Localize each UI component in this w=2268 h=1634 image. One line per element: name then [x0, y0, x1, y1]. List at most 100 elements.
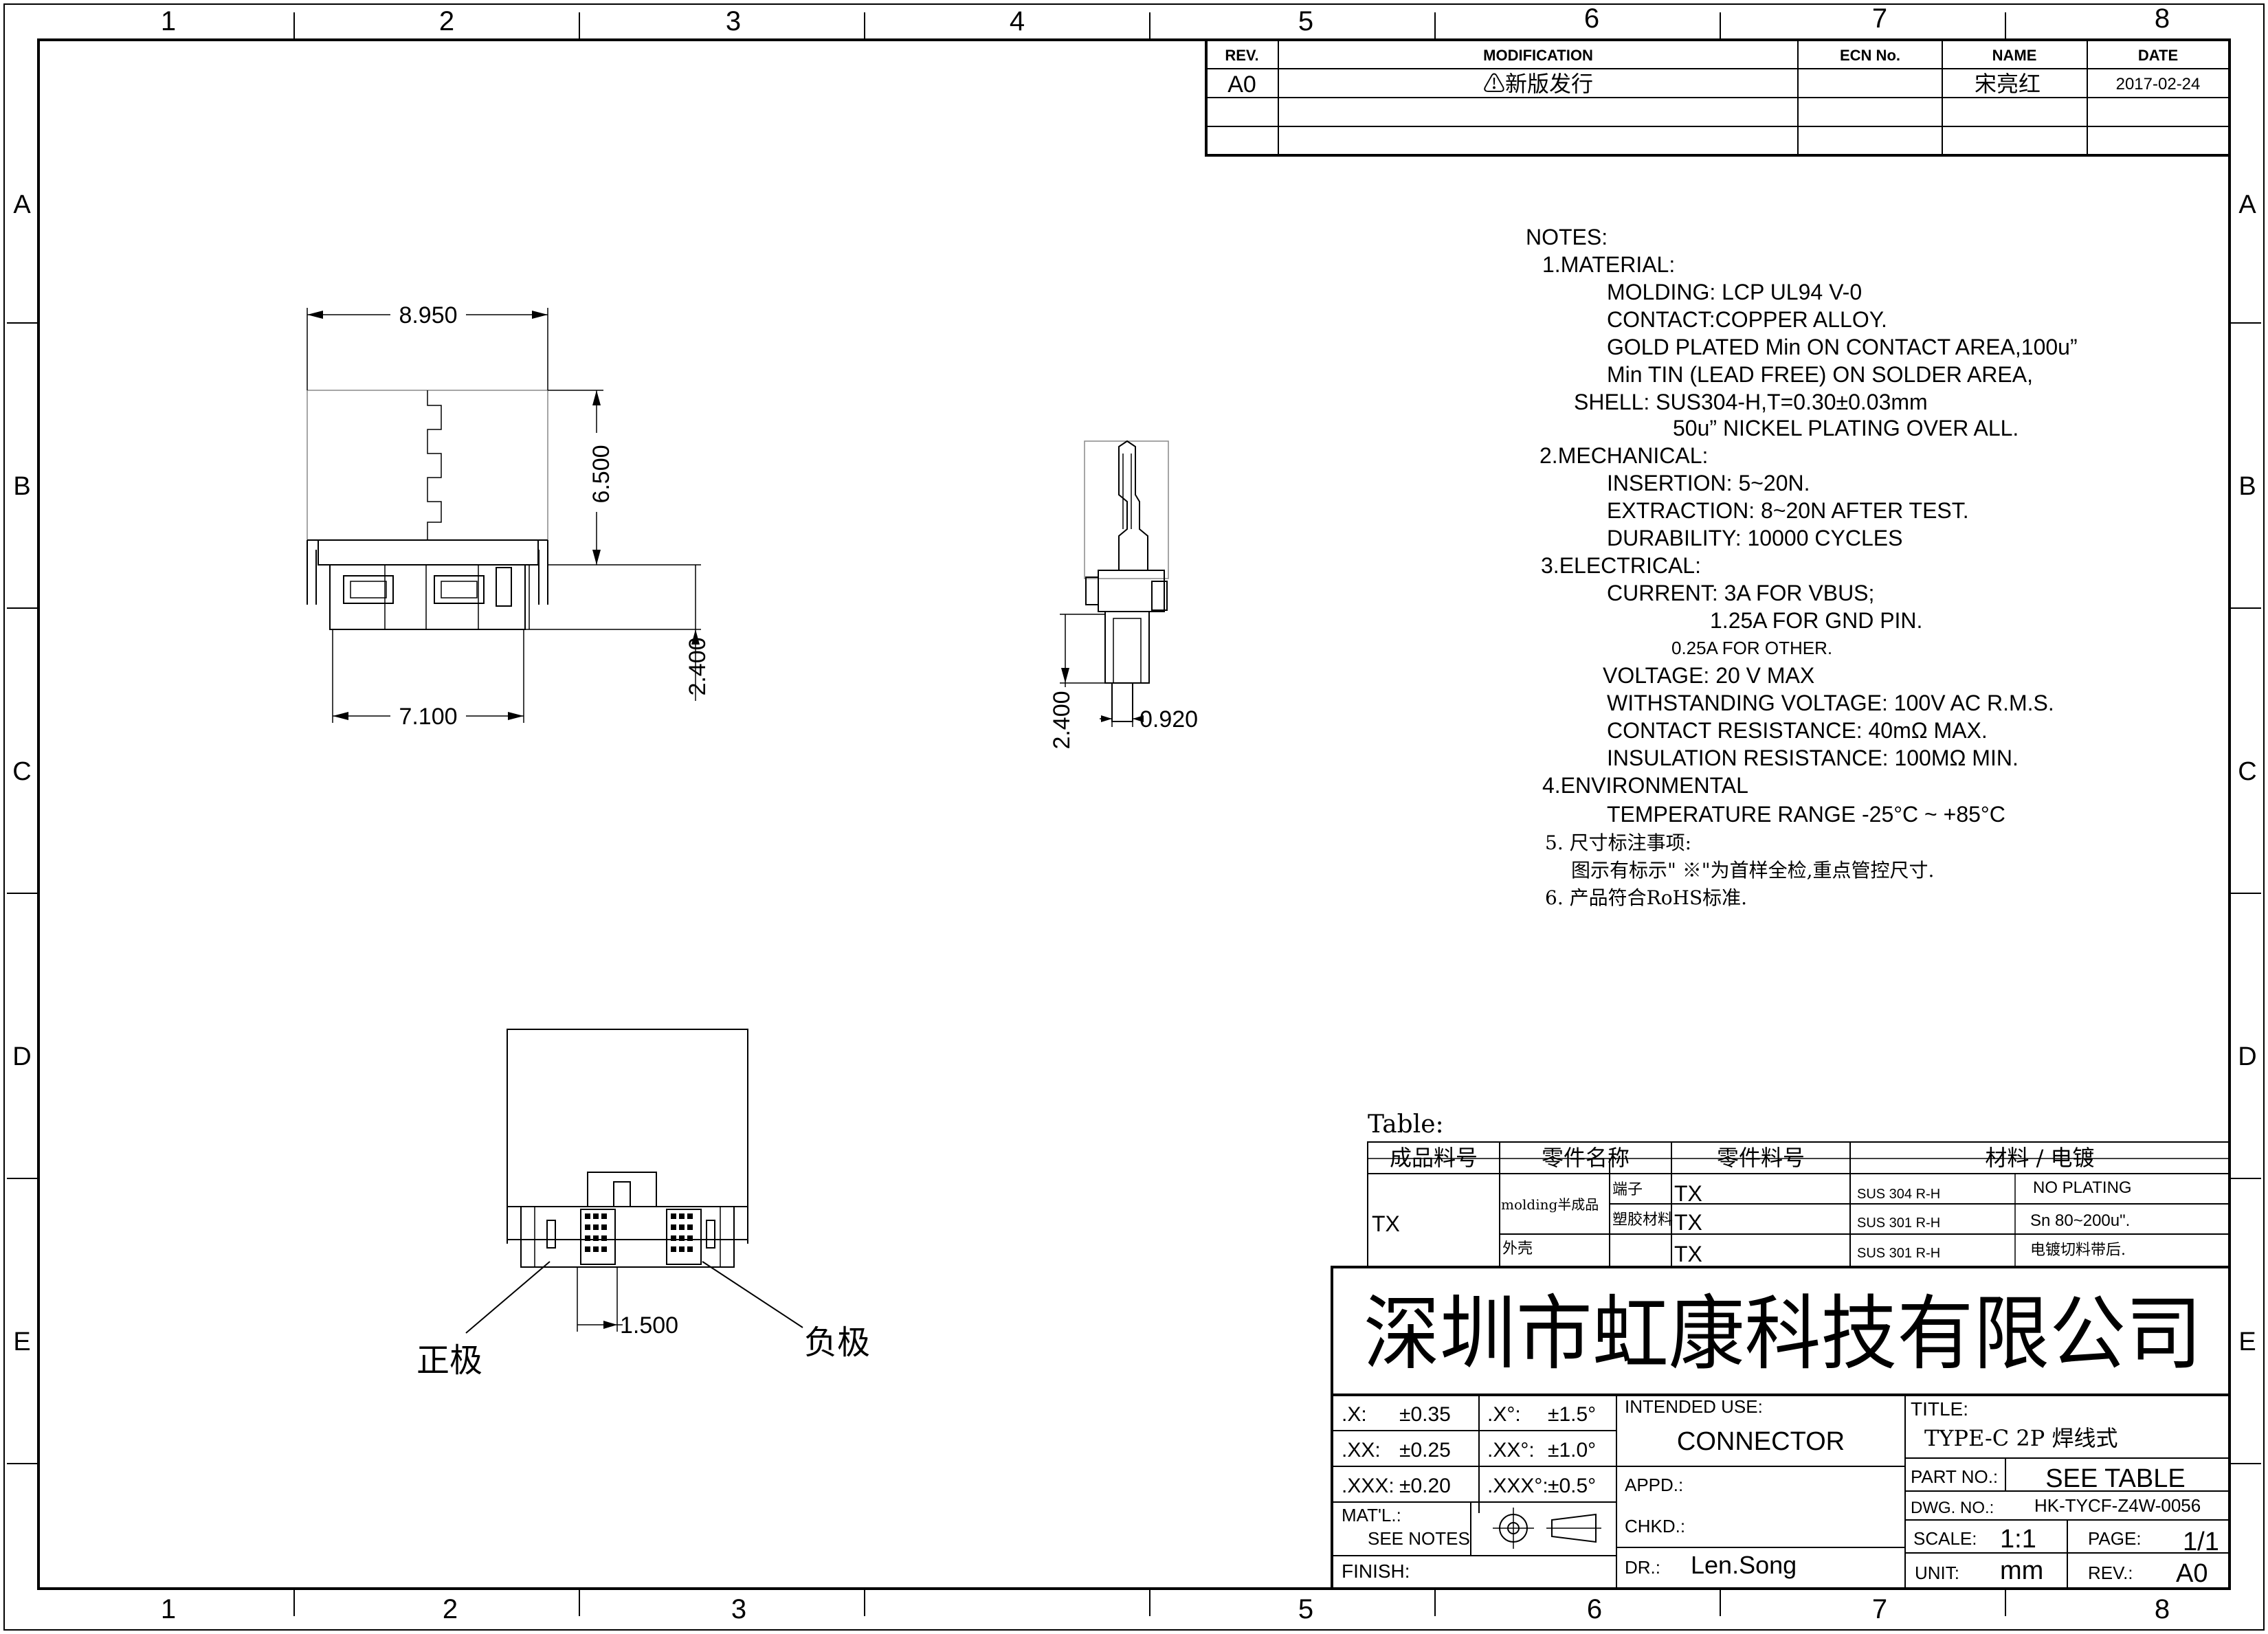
col-label: 2 [443, 1594, 458, 1624]
negative-label: 负极 [804, 1323, 870, 1362]
plating: Sn 80~200u". [2030, 1211, 2130, 1230]
note-line: 5. 尺寸标注事项: [1545, 831, 1691, 854]
dim-pin-pitch: 1.500 [620, 1312, 678, 1339]
bottom-view: 1.500 正极 负极 [416, 1029, 870, 1380]
row-label: E [13, 1328, 30, 1356]
note-line: 3.ELECTRICAL: [1541, 553, 1701, 578]
note-line: CURRENT: 3A FOR VBUS; [1607, 581, 1874, 605]
row-label: C [2238, 757, 2256, 786]
notes-heading: NOTES: [1526, 225, 1608, 249]
rev-value-tb: A0 [2176, 1559, 2208, 1588]
col-label: 5 [1298, 1594, 1313, 1624]
rev-label: REV.: [2088, 1563, 2133, 1583]
note-line: INSERTION: 5~20N. [1607, 471, 1810, 495]
scale-label: SCALE: [1913, 1528, 1977, 1549]
dwg-no-label: DWG. NO.: [1911, 1499, 1994, 1517]
date-value: 2017-02-24 [2116, 75, 2201, 93]
title-value: TYPE-C 2P 焊线式 [1924, 1425, 2118, 1451]
row-label: B [2238, 472, 2256, 501]
dim-height: 6.500 [588, 445, 614, 503]
row-label: D [2238, 1042, 2256, 1071]
col-label: 3 [731, 1594, 746, 1624]
unit-label: UNIT: [1915, 1563, 1959, 1583]
part-no: TX [1674, 1181, 1702, 1206]
col-header-part-no: 零件料号 [1717, 1145, 1805, 1171]
row-label: A [13, 190, 31, 219]
revision-table: REV. MODIFICATION ECN No. NAME DATE A0 ⚠… [1205, 38, 2231, 157]
note-line: SHELL: SUS304-H,T=0.30±0.03mm [1574, 390, 1928, 414]
parts-table-caption: Table: [1368, 1110, 1444, 1139]
tol-value: ±0.20 [1399, 1475, 1451, 1497]
title-label: TITLE: [1911, 1398, 1968, 1420]
intended-use-label: INTENDED USE: [1625, 1396, 1763, 1417]
ecn-header: ECN No. [1840, 47, 1900, 64]
tol-value: ±1.0° [1548, 1439, 1596, 1462]
part-no-label: PART NO.: [1911, 1466, 1998, 1487]
outer-frame [3, 3, 2265, 1631]
col-label: 6 [1587, 1594, 1602, 1624]
part-no: TX [1674, 1210, 1702, 1235]
name-value: 宋亮红 [1975, 71, 2041, 97]
note-line: 1.25A FOR GND PIN. [1710, 608, 1922, 633]
part-no: TX [1674, 1242, 1702, 1266]
side-view: 2.400 0.920 [1049, 440, 1198, 750]
note-line: VOLTAGE: 20 V MAX [1603, 663, 1814, 688]
dim-bottom-width: 7.100 [399, 704, 457, 730]
note-line: EXTRACTION: 8~20N AFTER TEST. [1607, 498, 1969, 523]
note-line: MOLDING: LCP UL94 V-0 [1607, 280, 1862, 304]
name-header: NAME [1992, 47, 2037, 64]
title-block: 深圳市虹康科技有限公司 .X: ±0.35 .X°: ±1.5° .XX: ±0… [1331, 1266, 2231, 1590]
dr-label: DR.: [1625, 1557, 1660, 1578]
col-label: 6 [1584, 3, 1599, 34]
note-line: INSULATION RESISTANCE: 100MΩ MIN. [1607, 746, 2019, 770]
date-header: DATE [2138, 47, 2178, 64]
parts-table: Table: 成品料号 零件名称 零件料号 材料 / 电镀 TX molding… [1367, 1110, 2230, 1268]
note-line: GOLD PLATED Min ON CONTACT AREA,100u” [1607, 335, 2078, 359]
tol-label: .XXX: [1342, 1475, 1394, 1497]
material: SUS 304 R-H [1857, 1187, 1940, 1202]
plating: 电镀切料带后. [2030, 1242, 2126, 1259]
scale-value: 1:1 [2000, 1525, 2036, 1554]
row-label: E [2238, 1328, 2256, 1356]
note-line: CONTACT:COPPER ALLOY. [1607, 307, 1887, 332]
rev-header: REV. [1225, 47, 1258, 64]
note-line: 图示有标示" ※"为首样全检,重点管控尺寸. [1571, 859, 1934, 882]
col-header-part-name: 零件名称 [1542, 1145, 1630, 1171]
border-grid: 1 2 3 4 5 6 7 8 1 2 3 5 6 7 8 A B C D E … [7, 3, 2261, 1624]
note-line: 0.25A FOR OTHER. [1671, 638, 1832, 658]
finish-label: FINISH: [1342, 1560, 1410, 1582]
col-header-material: 材料 / 电镀 [1985, 1145, 2094, 1171]
dr-value: Len.Song [1691, 1551, 1797, 1579]
front-view: 8.950 6.500 2.400 7.100 [307, 302, 711, 730]
note-line: 4.ENVIRONMENTAL [1542, 773, 1748, 798]
col-label: 7 [1872, 3, 1887, 34]
col-label: 8 [2155, 1594, 2170, 1624]
col-header-product: 成品料号 [1390, 1145, 1478, 1171]
page-label: PAGE: [2088, 1528, 2142, 1549]
col-label: 4 [1010, 6, 1025, 36]
part-name: 外壳 [1502, 1240, 1533, 1257]
row-label: B [13, 472, 30, 501]
dim-side-pin-length: 2.400 [1049, 691, 1075, 749]
matl-value: SEE NOTES [1368, 1528, 1470, 1549]
note-line: 2.MECHANICAL: [1539, 443, 1708, 468]
note-line: CONTACT RESISTANCE: 40mΩ MAX. [1607, 718, 1988, 743]
product-no: TX [1372, 1211, 1400, 1236]
note-line: 6. 产品符合RoHS标准. [1545, 886, 1747, 909]
material: SUS 301 R-H [1857, 1216, 1940, 1231]
part-name: 塑胶材料 [1612, 1211, 1673, 1229]
notes-block: NOTES: 1.MATERIAL: MOLDING: LCP UL94 V-0… [1526, 225, 2078, 909]
tol-value: ±0.35 [1399, 1403, 1451, 1426]
matl-label: MAT'L.: [1342, 1505, 1401, 1525]
col-label: 3 [726, 6, 741, 36]
material: SUS 301 R-H [1857, 1246, 1940, 1261]
note-line: TEMPERATURE RANGE -25°C ~ +85°C [1607, 802, 2005, 827]
projection-symbol-icon [1493, 1508, 1601, 1549]
tol-label: .XX: [1342, 1439, 1381, 1462]
note-line: 50u” NICKEL PLATING OVER ALL. [1673, 416, 2019, 440]
note-line: DURABILITY: 10000 CYCLES [1607, 526, 1902, 550]
col-label: 7 [1872, 1594, 1887, 1624]
group-name: molding半成品 [1501, 1196, 1599, 1213]
col-label: 8 [2155, 3, 2170, 34]
